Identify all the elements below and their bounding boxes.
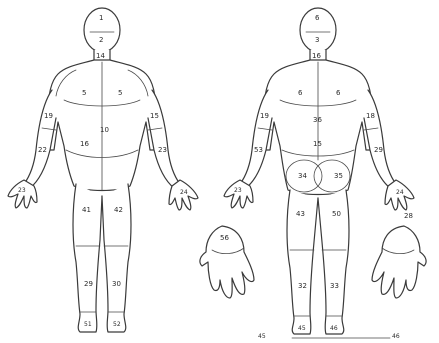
large-hand-right-group <box>372 226 426 298</box>
front-label-forearm-left: 22 <box>38 146 47 154</box>
back-label-forearm-right: 29 <box>374 146 383 154</box>
back-label-lower-back: 15 <box>313 140 322 148</box>
back-label-foot-left: 45 <box>298 325 306 332</box>
front-label-head-mid: 2 <box>99 36 103 44</box>
back-arm-right <box>364 90 396 188</box>
large-hand-right <box>372 226 426 298</box>
back-label-foot-right: 46 <box>330 325 338 332</box>
back-label-upper-arm-left: 19 <box>260 112 269 120</box>
back-label-spine: 36 <box>313 116 322 124</box>
back-label-thigh-right: 50 <box>332 210 341 218</box>
back-label-hand-left: 23 <box>234 187 242 194</box>
back-arm-left <box>240 90 272 188</box>
front-label-hand-right: 24 <box>180 189 188 196</box>
back-label-neck: 16 <box>312 52 321 60</box>
front-label-upper-arm-right: 15 <box>150 112 159 120</box>
back-label-forearm-left: 53 <box>254 146 263 154</box>
back-label-upper-back-left: 6 <box>298 89 303 97</box>
front-label-foot-left: 51 <box>84 321 92 328</box>
back-label-buttock-right: 35 <box>334 172 343 180</box>
back-label-big-hand-right: 28 <box>404 212 413 220</box>
front-arm-right <box>148 90 180 188</box>
back-label-head-mid: 3 <box>315 36 319 44</box>
back-label-shin-left: 32 <box>298 282 307 290</box>
back-label-footnote-right: 46 <box>392 333 400 340</box>
front-label-foot-right: 52 <box>113 321 121 328</box>
front-label-head-top: 1 <box>99 14 103 22</box>
back-label-big-hand-left: 56 <box>220 234 229 242</box>
front-label-hand-left: 23 <box>18 187 26 194</box>
front-label-chest-right: 5 <box>118 89 122 97</box>
front-label-forearm-right: 23 <box>158 146 167 154</box>
front-label-shin-right: 30 <box>112 280 121 288</box>
back-label-hand-right: 24 <box>396 189 404 196</box>
back-label-footnote-left: 45 <box>258 333 266 340</box>
front-label-neck: 14 <box>96 52 105 60</box>
front-label-thigh-right: 42 <box>114 206 123 214</box>
back-label-head-top: 6 <box>315 14 320 22</box>
front-label-shin-left: 29 <box>84 280 93 288</box>
back-label-upper-back-right: 6 <box>336 89 341 97</box>
front-label-thigh-left: 41 <box>82 206 91 214</box>
front-label-abdomen-left: 16 <box>80 140 89 148</box>
front-label-abdomen: 10 <box>100 126 109 134</box>
back-label-thigh-left: 43 <box>296 210 305 218</box>
front-arm-left <box>24 90 56 188</box>
front-label-upper-arm-left: 19 <box>44 112 53 120</box>
back-label-shin-right: 33 <box>330 282 339 290</box>
back-label-buttock-left: 34 <box>298 172 307 180</box>
front-label-chest-left: 5 <box>82 89 86 97</box>
back-label-upper-arm-right: 18 <box>366 112 375 120</box>
